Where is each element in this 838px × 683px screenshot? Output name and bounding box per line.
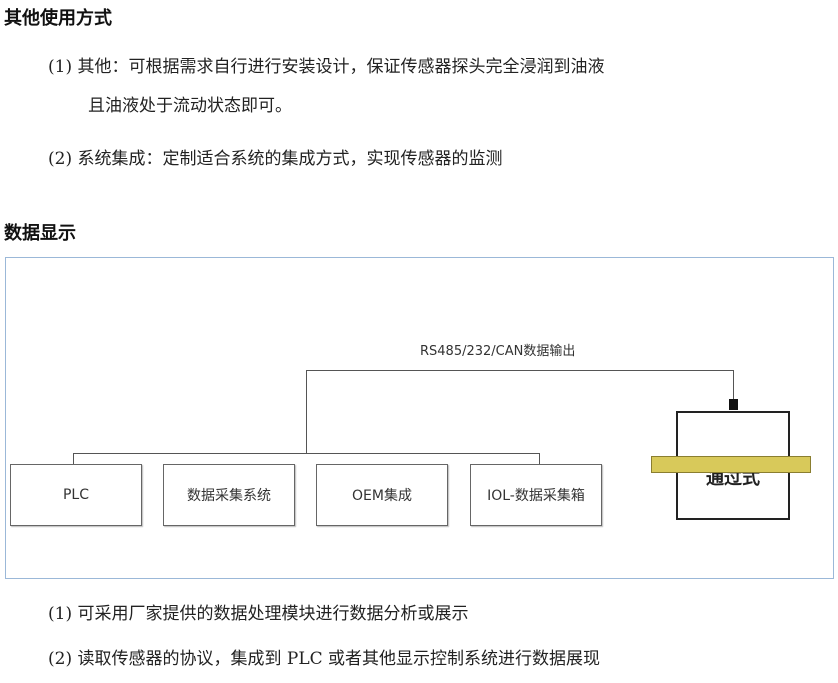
sensor-flange-band — [651, 456, 811, 473]
box-data-acquisition: 数据采集系统 — [163, 464, 295, 526]
note-2: (2) 读取传感器的协议，集成到 PLC 或者其他显示控制系统进行数据展现 — [48, 649, 601, 669]
connector-line — [73, 453, 539, 454]
connector-line — [306, 370, 734, 371]
section-heading-display: 数据显示 — [4, 223, 76, 244]
section-heading-usage: 其他使用方式 — [4, 8, 112, 29]
connector-line — [733, 370, 734, 400]
output-label: RS485/232/CAN数据输出 — [420, 344, 576, 359]
connector-line — [306, 370, 307, 454]
box-iol: IOL-数据采集箱 — [470, 464, 602, 526]
box-plc: PLC — [10, 464, 142, 526]
usage-item-2: (2) 系统集成：定制适合系统的集成方式，实现传感器的监测 — [48, 149, 503, 169]
note-1: (1) 可采用厂家提供的数据处理模块进行数据分析或展示 — [48, 604, 469, 624]
sensor-connector-icon — [729, 399, 738, 410]
connector-line — [539, 453, 540, 464]
connector-line — [73, 453, 74, 464]
box-oem: OEM集成 — [316, 464, 448, 526]
usage-item-1: (1) 其他：可根据需求自行进行安装设计，保证传感器探头完全浸润到油液 — [48, 57, 605, 77]
sensor-label: 通过式 — [706, 468, 760, 489]
diagram-frame — [5, 257, 834, 579]
usage-item-1-cont: 且油液处于流动状态即可。 — [88, 96, 292, 116]
